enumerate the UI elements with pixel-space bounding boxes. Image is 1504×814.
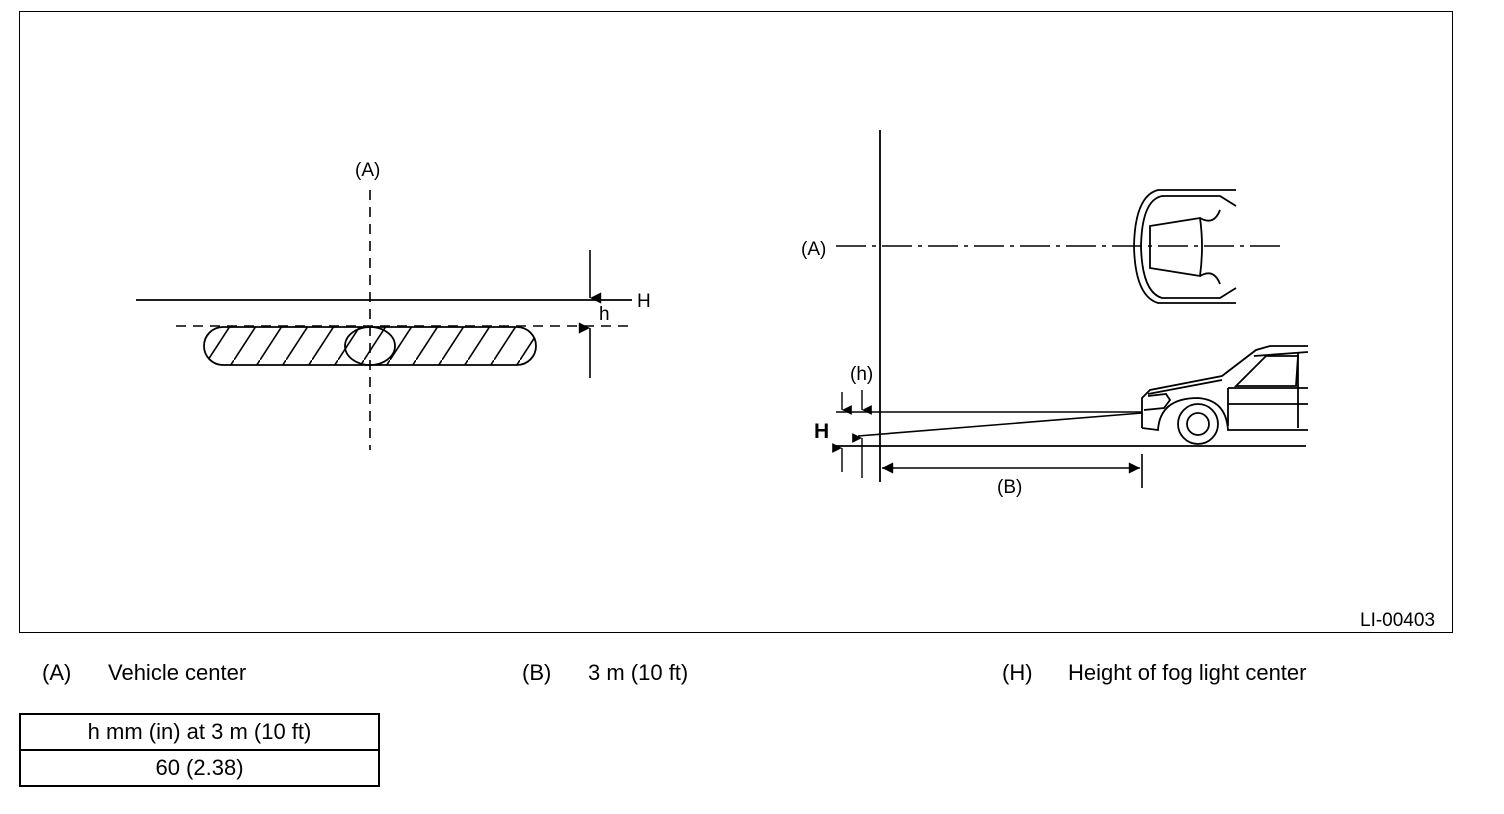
right-label-b: (B) (997, 477, 1022, 498)
legend-text-b: 3 m (10 ft) (588, 660, 689, 685)
vehicle-setup-view: (A) (h) H (B) (801, 130, 1309, 498)
legend-item-b: (B) 3 m (10 ft) (522, 660, 688, 686)
right-label-H: H (814, 420, 829, 443)
car-side-view (1141, 345, 1309, 445)
legend-text-a: Vehicle center (108, 660, 247, 685)
legend-item-h: (H) Height of fog light center (1002, 660, 1306, 686)
car-top-view (1133, 189, 1237, 304)
legend-text-h: Height of fog light center (1068, 660, 1307, 685)
spec-table: h mm (in) at 3 m (10 ft) 60 (2.38) (19, 713, 380, 787)
legend-key-b: (B) (522, 660, 552, 685)
left-label-a: (A) (355, 160, 380, 181)
hot-spot (344, 326, 396, 366)
legend-item-a: (A) Vehicle center (42, 660, 246, 686)
legend-key-a: (A) (42, 660, 72, 685)
beam-line (857, 412, 1143, 437)
right-label-h-paren: (h) (850, 364, 873, 385)
right-label-a: (A) (801, 239, 826, 260)
figure-id-code: LI-00403 (1360, 610, 1435, 631)
spec-table-header: h mm (in) at 3 m (10 ft) (19, 713, 380, 751)
screen-pattern-view: (A) H h (136, 160, 651, 450)
left-label-h: h (599, 304, 610, 325)
diagram-frame (19, 11, 1453, 633)
legend-key-h: (H) (1002, 660, 1033, 685)
spec-table-value-row: 60 (2.38) (19, 749, 380, 787)
spec-table-value: 60 (2.38) (19, 749, 380, 787)
spec-table-header-row: h mm (in) at 3 m (10 ft) (19, 713, 380, 751)
left-label-H: H (637, 291, 651, 312)
